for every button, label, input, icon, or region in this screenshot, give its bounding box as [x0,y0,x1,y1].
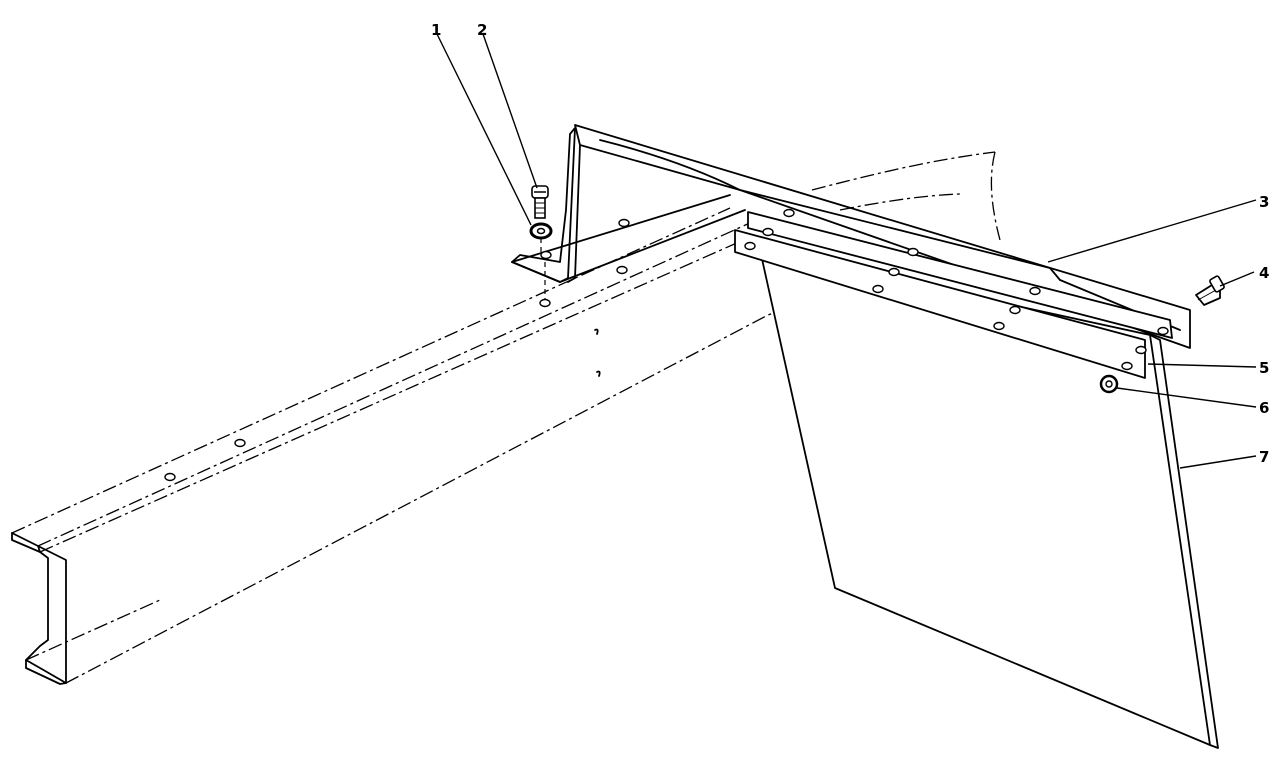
leader-7 [1179,455,1257,469]
clamp-strips [734,208,1173,379]
rail-hole [539,298,551,308]
strip-hole [872,284,884,294]
leader-lines [436,33,1257,469]
leader-2 [482,33,538,189]
bracket-hole [540,250,552,260]
callout-3: 3 [1259,193,1269,211]
leader-5 [1147,363,1257,368]
rail-hole-mark [594,328,599,335]
strip-hole [888,267,900,277]
strip-hole [907,247,919,257]
strip-hole [1029,286,1041,296]
callout-6: 6 [1259,399,1269,417]
callout-1: 1 [431,21,441,39]
callout-7: 7 [1259,448,1269,466]
callout-5: 5 [1259,359,1269,377]
leader-3 [1047,199,1257,263]
strip-hole [744,241,756,251]
rail-hole [234,438,246,448]
callout-2: 2 [477,21,487,39]
bolt-and-washer [529,185,553,300]
strip-hole [993,321,1005,331]
leader-6 [1116,387,1257,408]
fender-phantom [811,151,1001,241]
rail-hole [616,265,628,275]
strip-hole [1009,305,1021,315]
strip-hole [762,227,774,237]
strip-hole [1157,326,1169,336]
flap-bolt [1195,275,1225,306]
flap-nut [1099,374,1119,394]
leader-4 [1219,271,1255,287]
strip-hole [783,208,795,218]
leader-1 [436,33,532,226]
rail-hole [164,472,176,482]
rail-hole-mark [596,370,601,377]
strip-hole [1121,361,1133,371]
strip-hole [1135,345,1147,355]
rail-hole [618,218,630,228]
callouts: 1 2 3 4 5 6 7 [431,21,1269,466]
callout-4: 4 [1259,264,1269,282]
